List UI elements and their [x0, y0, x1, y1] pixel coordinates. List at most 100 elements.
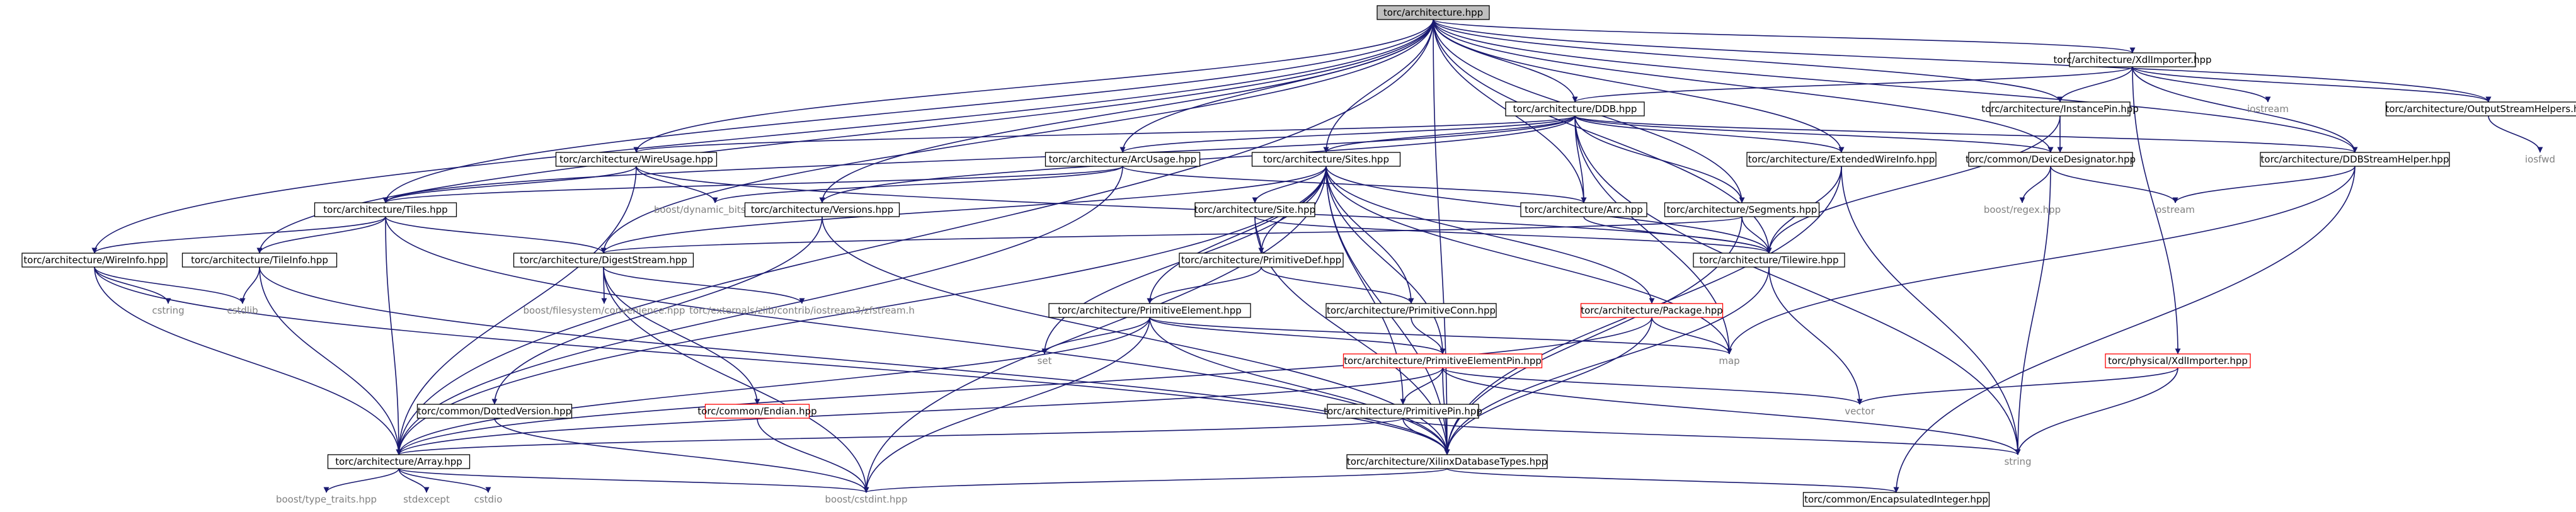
node-box — [1048, 303, 1251, 318]
node-label: torc/architecture.hpp — [1383, 7, 1483, 18]
edge-ddb-to-tiles — [382, 115, 1576, 203]
node-label: cstdlib — [227, 305, 258, 316]
node-box — [1520, 202, 1647, 217]
node-primitiveelement[interactable]: torc/architecture/PrimitiveElement.hpp — [1048, 303, 1251, 318]
node-ddb[interactable]: torc/architecture/DDB.hpp — [1505, 101, 1645, 117]
edge-tileinfo-to-array — [259, 266, 402, 455]
node-xilinxdbtypes[interactable]: torc/architecture/XilinxDatabaseTypes.hp… — [1346, 454, 1548, 469]
node-package[interactable]: torc/architecture/Package.hpp — [1580, 303, 1724, 318]
node-label: torc/architecture/OutputStreamHelpers.hp… — [2385, 103, 2576, 115]
node-primitiveelementpin[interactable]: torc/architecture/PrimitiveElementPin.hp… — [1342, 353, 1543, 368]
node-root[interactable]: torc/architecture.hpp — [1377, 5, 1490, 20]
edge-arcusage-to-array — [396, 166, 1123, 455]
node-label: torc/physical/XdlImporter.hpp — [2108, 355, 2248, 367]
edge-sites-to-digeststream — [600, 166, 1327, 254]
node-box — [704, 404, 810, 419]
node-segments[interactable]: torc/architecture/Segments.hpp — [1664, 202, 1820, 217]
node-dottedversion[interactable]: torc/common/DottedVersion.hpp — [416, 404, 573, 419]
node-encapsulatedinteger[interactable]: torc/common/EncapsulatedInteger.hpp — [1802, 492, 1990, 507]
node-box — [1179, 253, 1344, 268]
edge-primitiveelementpin-to-array — [396, 367, 1443, 455]
edge-root-to-outputstream — [1433, 19, 2492, 103]
edge-root-to-wireusage — [633, 19, 1434, 153]
node-array[interactable]: torc/architecture/Array.hpp — [327, 454, 471, 469]
edge-arcusage-to-dynamic_bitset — [712, 166, 1123, 203]
edge-tilewire-to-vector — [1768, 266, 1863, 405]
edge-wireinfo-to-array — [94, 266, 402, 455]
node-extendedwireinfo[interactable]: torc/architecture/ExtendedWireInfo.hpp — [1746, 152, 1937, 167]
node-box — [2260, 152, 2450, 167]
edge-devicedesignator-to-ostream — [2050, 166, 2178, 203]
edge-primitiveelement-to-cstdint — [863, 317, 1150, 493]
node-ddbstreamhelper[interactable]: torc/architecture/DDBStreamHelper.hpp — [2260, 152, 2450, 167]
node-label: torc/architecture/Sites.hpp — [1263, 154, 1389, 165]
node-digeststream[interactable]: torc/architecture/DigestStream.hpp — [513, 253, 694, 268]
node-primitivepin[interactable]: torc/architecture/PrimitivePin.hpp — [1324, 404, 1482, 419]
edge-primitivedef-to-primitiveconn — [1261, 266, 1414, 304]
node-vector: vector — [1845, 406, 1875, 417]
edge-ddb-to-ddbstreamhelper — [1574, 115, 2358, 153]
edge-root-to-sites — [1323, 19, 1434, 153]
node-box — [1327, 404, 1479, 419]
node-sites[interactable]: torc/architecture/Sites.hpp — [1251, 152, 1401, 167]
edge-package-to-xilinxdbtypes — [1444, 317, 1652, 455]
node-tileinfo[interactable]: torc/architecture/TileInfo.hpp — [181, 253, 338, 268]
edge-digeststream-to-zfstream — [603, 266, 805, 304]
node-label: torc/architecture/DigestStream.hpp — [520, 254, 687, 266]
edge-primitivepin-to-xilinxdbtypes — [1402, 418, 1450, 455]
edge-arcusage-to-tiles — [382, 166, 1123, 203]
edge-sites-to-array — [396, 166, 1327, 455]
edge-segments-to-digeststream — [601, 216, 1743, 254]
node-physical-xdlimporter[interactable]: torc/physical/XdlImporter.hpp — [2105, 353, 2251, 368]
edge-xdlimporter_arch-to-outputstream — [2132, 66, 2492, 103]
node-arc[interactable]: torc/architecture/Arc.hpp — [1520, 202, 1647, 217]
node-label: stdexcept — [403, 494, 450, 505]
node-box — [1251, 152, 1401, 167]
node-tiles[interactable]: torc/architecture/Tiles.hpp — [314, 202, 457, 217]
node-box — [1693, 253, 1845, 268]
node-endian[interactable]: torc/common/Endian.hpp — [697, 404, 817, 419]
node-devicedesignator[interactable]: torc/common/DeviceDesignator.hpp — [1966, 152, 2136, 167]
edge-sites-to-map — [1325, 166, 1732, 355]
edge-primitiveelementpin-to-primitivepin — [1400, 367, 1443, 405]
edge-devicedesignator-to-string — [2015, 166, 2051, 455]
node-box — [1325, 303, 1497, 318]
node-label: torc/externals/zlib/contrib/iostream3/zf… — [689, 305, 915, 316]
edge-ddb-to-string — [1574, 115, 2021, 455]
node-xdlimporter-arch[interactable]: torc/architecture/XdlImporter.hpp — [2053, 52, 2212, 67]
node-box — [513, 253, 694, 268]
node-label: torc/common/DeviceDesignator.hpp — [1966, 154, 2136, 165]
edge-xilinxdbtypes-to-cstdint — [863, 468, 1448, 493]
node-box — [1346, 454, 1548, 469]
edge-array-to-type_traits — [323, 468, 399, 493]
node-box — [1746, 152, 1937, 167]
node-zfstream: torc/externals/zlib/contrib/iostream3/zf… — [689, 305, 915, 316]
node-label: map — [1719, 355, 1739, 367]
edge-root-to-wireinfo — [91, 19, 1434, 254]
node-versions[interactable]: torc/architecture/Versions.hpp — [744, 202, 900, 217]
node-iostream: iostream — [2247, 103, 2289, 115]
node-arcusage[interactable]: torc/architecture/ArcUsage.hpp — [1045, 152, 1201, 167]
node-site[interactable]: torc/architecture/Site.hpp — [1194, 202, 1315, 217]
node-instancepin[interactable]: torc/architecture/InstancePin.hpp — [1981, 101, 2139, 117]
edge-tileinfo-to-xilinxdbtypes — [259, 266, 1450, 455]
node-wireusage[interactable]: torc/architecture/WireUsage.hpp — [555, 152, 718, 167]
node-wireinfo[interactable]: torc/architecture/WireInfo.hpp — [21, 253, 168, 268]
edge-root-to-ddbstreamhelper — [1433, 19, 2358, 153]
node-label: torc/common/DottedVersion.hpp — [418, 406, 571, 417]
edge-sites-to-package — [1325, 166, 1655, 304]
edge-root-to-instancepin — [1433, 19, 2063, 103]
edge-tiles-to-digeststream — [385, 216, 607, 254]
edge-array-to-stdexcept — [398, 468, 430, 493]
node-label: torc/architecture/ArcUsage.hpp — [1049, 154, 1196, 165]
edge-root-to-tiles — [382, 19, 1434, 203]
edge-segments-to-tilewire — [1741, 216, 1772, 254]
node-tilewire[interactable]: torc/architecture/Tilewire.hpp — [1693, 253, 1845, 268]
node-primitiveconn[interactable]: torc/architecture/PrimitiveConn.hpp — [1325, 303, 1497, 318]
node-outputstream[interactable]: torc/architecture/OutputStreamHelpers.hp… — [2385, 101, 2576, 117]
node-label: set — [1038, 355, 1052, 367]
node-primitivedef[interactable]: torc/architecture/PrimitiveDef.hpp — [1179, 253, 1344, 268]
edge-primitiveconn-to-primitiveelementpin — [1411, 317, 1446, 355]
edge-versions-to-dottedversion — [491, 216, 823, 405]
edge-primitivedef-to-primitiveelement — [1147, 266, 1262, 304]
